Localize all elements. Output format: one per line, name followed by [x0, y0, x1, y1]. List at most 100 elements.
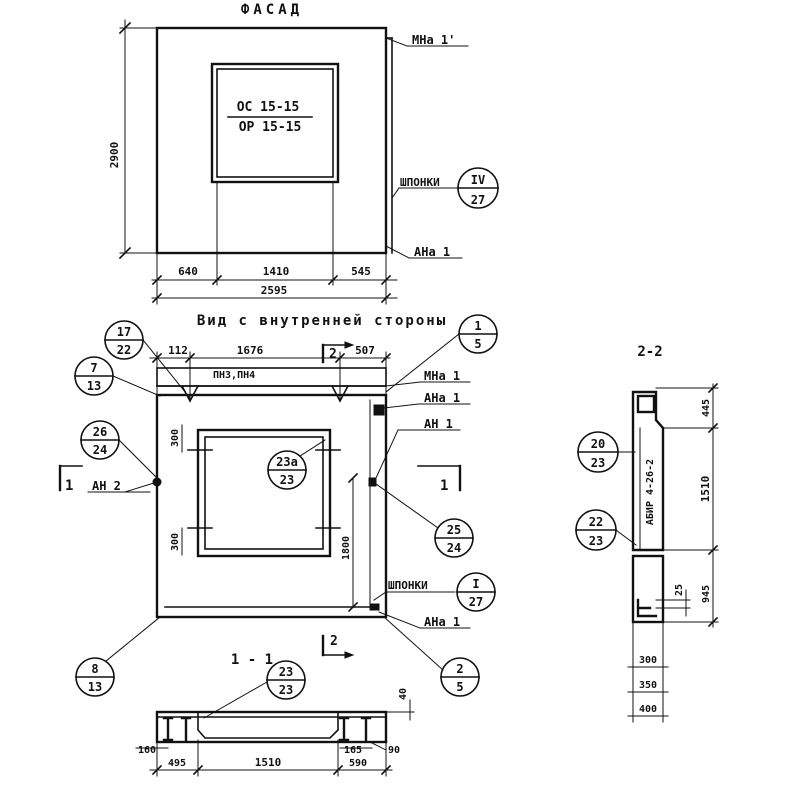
svg-text:23: 23	[591, 456, 605, 470]
svg-text:22: 22	[117, 343, 131, 357]
inner-tick-3	[334, 352, 346, 364]
inner-tick-4	[380, 352, 392, 364]
section-1-1-dim-160: 160	[138, 745, 156, 756]
svg-text:5: 5	[456, 680, 463, 694]
ana1-bottom-label: АНа 1	[424, 615, 460, 629]
section-2-2-dim-400: 400	[639, 704, 657, 715]
section-1-1-profile-left	[162, 716, 174, 742]
section-1-1-bubble-23-23: 23 23	[203, 660, 306, 719]
section-2-2-tick-4	[707, 616, 719, 628]
bubble-8-13: 8 13	[75, 616, 161, 697]
dim-1800-tick-bottom	[347, 601, 359, 613]
bubble-I-27: I 27	[456, 572, 496, 612]
facade-window-outer	[210, 62, 340, 184]
inner-panel-top-band	[156, 367, 387, 387]
bubble-25-24: 25 24	[375, 483, 474, 558]
svg-text:13: 13	[87, 379, 101, 393]
shponki-inner-label: ШПОНКИ	[388, 579, 428, 592]
facade-dim-545: 545	[351, 265, 371, 278]
svg-text:23: 23	[279, 665, 293, 679]
section-1-1-tick-4	[380, 764, 392, 776]
section-1-1-profile-right	[338, 716, 350, 742]
svg-text:8: 8	[91, 662, 98, 676]
section-1-1-window-recess	[197, 711, 339, 739]
dim-1800: 1800	[341, 536, 352, 560]
facade-window-inner	[216, 68, 334, 178]
section-2-2-dim-350: 350	[639, 680, 657, 691]
svg-text:25: 25	[447, 523, 461, 537]
mna1-label: МНа 1	[424, 369, 460, 383]
an2-leader	[124, 481, 158, 493]
inner-pn-label: ПН3,ПН4	[213, 370, 255, 381]
an1-label: АН 1	[424, 417, 453, 431]
inner-view: Вид с внутренней стороны 112 1676 507 2 …	[58, 313, 498, 697]
section-2-top-arrowhead	[344, 341, 355, 349]
bubble-7-13: 7 13	[74, 356, 161, 397]
svg-text:IV: IV	[471, 173, 485, 187]
svg-text:23: 23	[589, 534, 603, 548]
svg-text:27: 27	[471, 193, 485, 207]
svg-text:24: 24	[447, 541, 461, 555]
facade-height-dim: 2900	[108, 142, 121, 169]
ana1-top-leader	[383, 403, 419, 409]
section-2-bottom-label: 2	[330, 634, 338, 649]
inner-panel-outline	[155, 393, 388, 619]
section-2-2: 2-2 АБИР 4-26-2 445 1510 945 25 20 23	[575, 344, 719, 723]
facade-shponki-label: ШПОНКИ	[400, 176, 440, 189]
section-1-1-body	[155, 710, 388, 744]
section-2-2-dim-1510: 1510	[699, 476, 712, 503]
an2-label: АН 2	[92, 479, 121, 493]
facade-dim-640: 640	[178, 265, 198, 278]
ana1-bottom-leader	[378, 611, 421, 629]
facade-tick-5	[151, 292, 163, 304]
facade-ana-label: АНа 1	[414, 245, 450, 259]
section-2-2-bubble-22-23: 22 23	[575, 509, 637, 551]
section-2-2-dim-445: 445	[701, 399, 712, 417]
facade-title: ФАСАД	[241, 2, 303, 18]
svg-text:23а: 23а	[276, 455, 298, 469]
svg-text:22: 22	[589, 515, 603, 529]
section-1-left-label: 1	[65, 478, 73, 494]
section-2-2-title: 2-2	[637, 344, 662, 360]
section-1-1-tick-3	[332, 764, 344, 776]
facade-dim-1410: 1410	[263, 265, 290, 278]
bubble-1-5: 1 5	[385, 314, 498, 393]
shponki-inner-leader	[373, 591, 387, 601]
section-2-bottom-arrowhead	[344, 651, 355, 659]
section-2-2-bubble-20-23: 20 23	[577, 431, 636, 473]
section-1-1-title: 1 - 1	[231, 652, 273, 668]
section-2-2-tick-1	[707, 382, 719, 394]
section-1-1-dim-495: 495	[168, 758, 186, 769]
facade-mark-top: ОС 15-15	[237, 100, 300, 115]
bubble-17-22: 17 22	[104, 320, 191, 399]
section-1-right-label: 1	[440, 478, 448, 494]
svg-text:17: 17	[117, 325, 131, 339]
inner-view-title: Вид с внутренней стороны	[197, 313, 447, 329]
an1-anchor-symbol	[368, 477, 377, 487]
section-1-1-tick-2	[192, 764, 204, 776]
section-2-2-tick-3	[707, 544, 719, 556]
section-1-1-dim-90-leader	[369, 741, 387, 751]
mna1-leader	[385, 381, 421, 387]
facade-mna-leader	[385, 37, 408, 47]
section-2-top-label: 2	[329, 347, 337, 362]
section-1-1: 1 - 1 23 23 40 160 165 90	[135, 652, 415, 777]
facade-height-tick-bottom	[118, 246, 132, 260]
lifting-loop-right	[330, 384, 350, 403]
svg-text:20: 20	[591, 437, 605, 451]
section-2-2-tick-2	[707, 422, 719, 434]
section-2-2-inner-text: АБИР 4-26-2	[645, 459, 656, 525]
inner-window-outer	[196, 428, 332, 558]
section-1-1-tick-1	[151, 764, 163, 776]
section-2-2-top-cap	[636, 394, 656, 414]
facade-height-tick-top	[118, 21, 132, 35]
facade-panel-outline	[155, 26, 388, 255]
facade-tick-1	[151, 274, 163, 286]
facade-shponki-bubble: IV 27	[457, 167, 499, 209]
inner-tick-2	[184, 352, 196, 364]
facade-ana-leader	[385, 245, 410, 259]
section-2-2-lower-profile	[636, 598, 658, 618]
svg-text:I: I	[472, 577, 479, 591]
facade-tick-2	[211, 274, 223, 286]
